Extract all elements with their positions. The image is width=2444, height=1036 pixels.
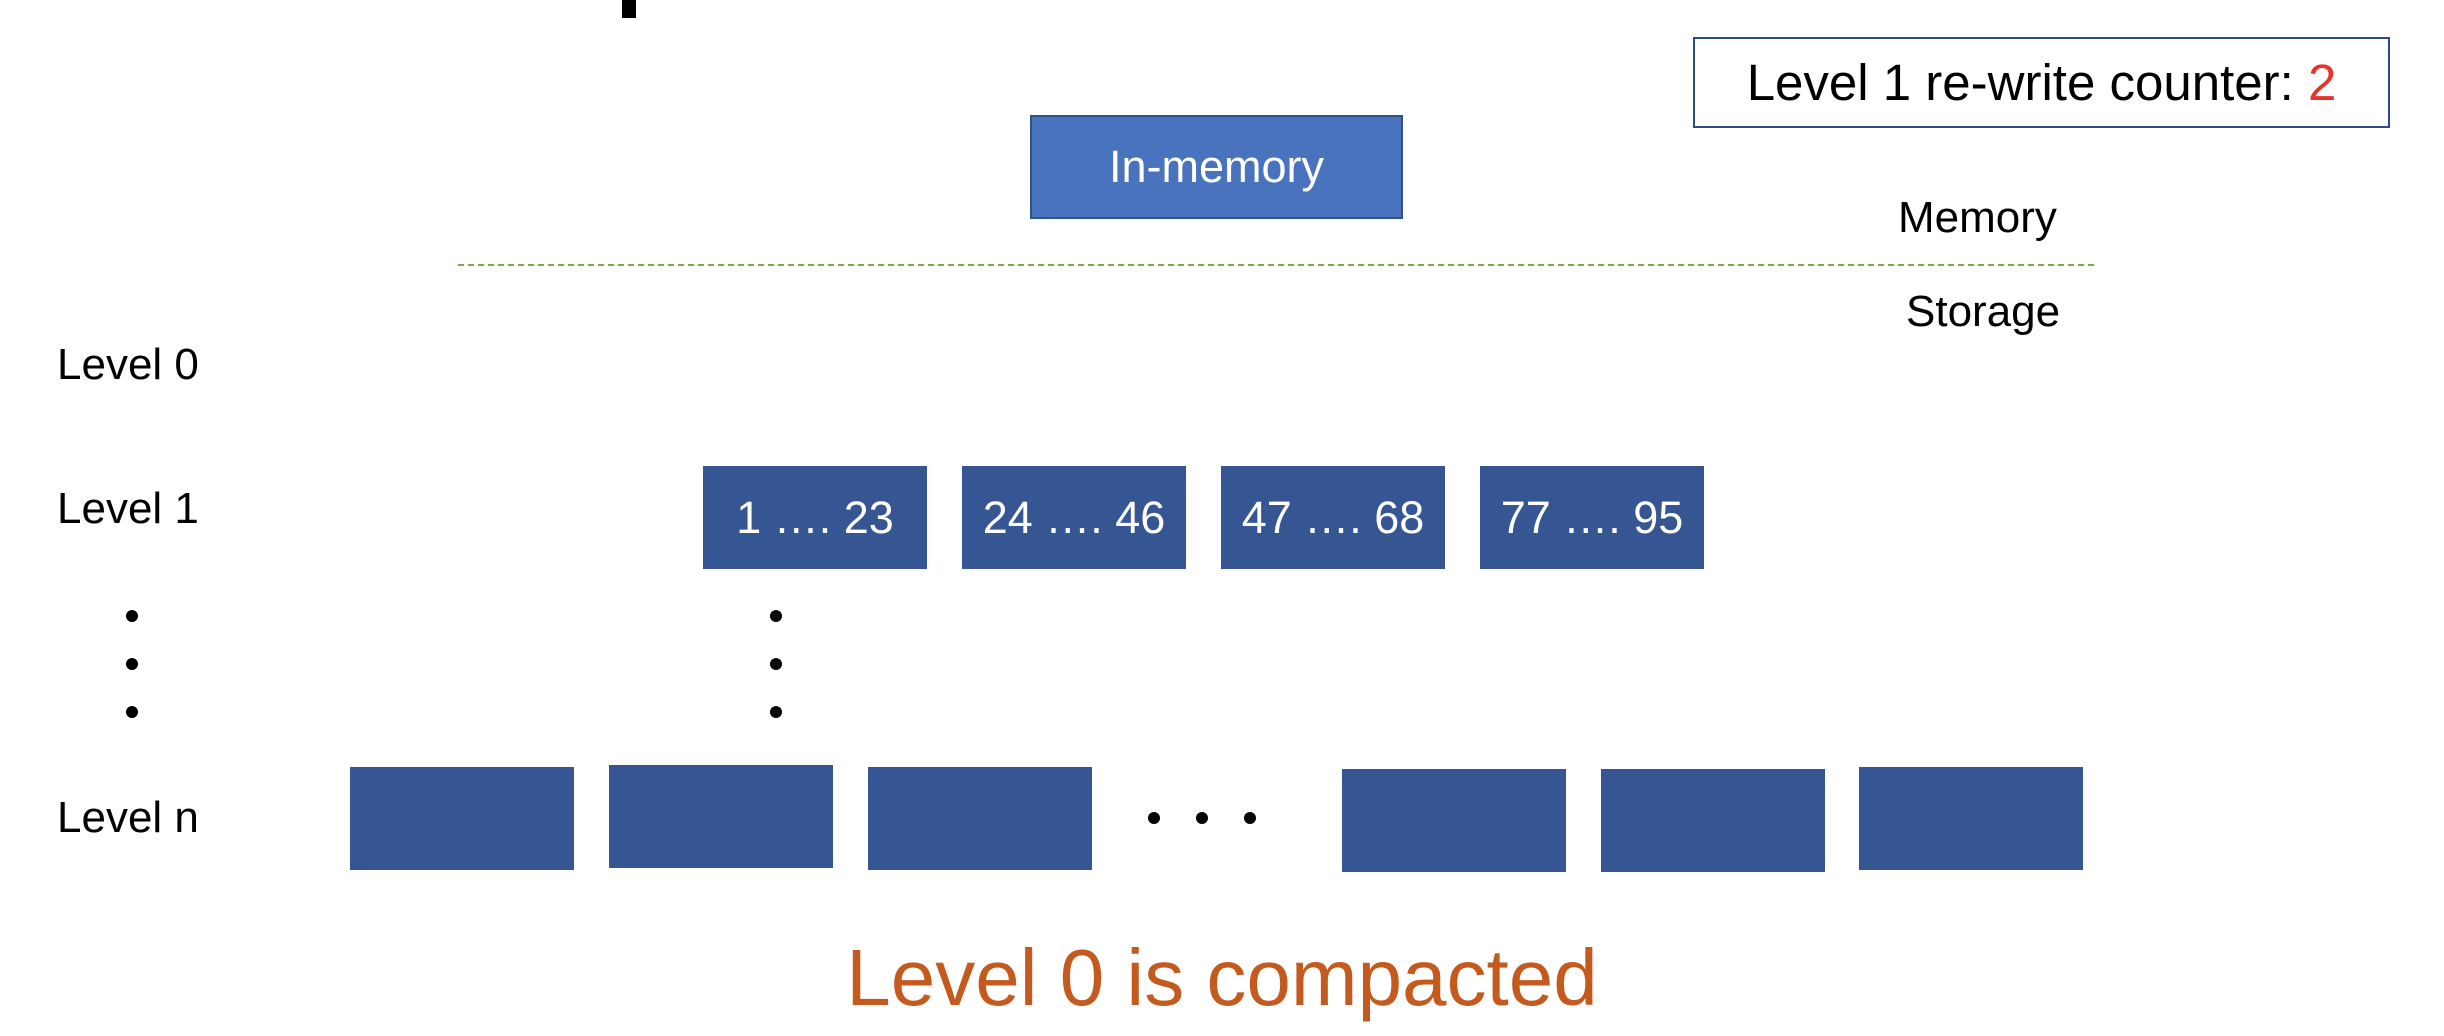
rewrite-counter-value: 2 xyxy=(2307,54,2337,111)
level-0-label: Level 0 xyxy=(57,340,199,389)
vertical-ellipsis-dot xyxy=(126,610,138,622)
level-n-sstable xyxy=(1859,767,2083,870)
memory-tier-label: Memory xyxy=(1898,193,2057,242)
compaction-caption: Level 0 is compacted xyxy=(846,933,1598,1022)
level-n-sstable xyxy=(1342,769,1566,872)
level-n-sstable xyxy=(609,765,833,868)
vertical-ellipsis-dot xyxy=(770,610,782,622)
sstable-key-range: 77 …. 95 xyxy=(1500,491,1684,543)
vertical-ellipsis-dot xyxy=(126,658,138,670)
horizontal-ellipsis-dot xyxy=(1148,812,1160,824)
level-1-sstable: 47 …. 68 xyxy=(1221,466,1445,569)
in-memory-table: In-memory xyxy=(1030,115,1403,219)
vertical-ellipsis-dot xyxy=(126,706,138,718)
sstable-key-range: 1 …. 23 xyxy=(736,491,894,543)
level-1-sstable: 77 …. 95 xyxy=(1480,466,1704,569)
horizontal-ellipsis-dot xyxy=(1196,812,1208,824)
vertical-ellipsis-dot xyxy=(770,658,782,670)
level-n-sstable xyxy=(1601,769,1825,872)
title-fragment xyxy=(622,0,636,18)
level-1-sstable: 24 …. 46 xyxy=(962,466,1186,569)
rewrite-counter-label: Level 1 re-write counter: xyxy=(1746,54,2308,111)
storage-tier-label: Storage xyxy=(1906,287,2061,336)
in-memory-table-label: In-memory xyxy=(1108,141,1325,192)
level-n-label: Level n xyxy=(57,793,199,842)
sstable-key-range: 24 …. 46 xyxy=(982,491,1166,543)
sstable-key-range: 47 …. 68 xyxy=(1241,491,1425,543)
level-n-sstable xyxy=(868,767,1092,870)
level-1-sstable: 1 …. 23 xyxy=(703,466,927,569)
vertical-ellipsis-dot xyxy=(770,706,782,718)
level-n-sstable xyxy=(350,767,574,870)
horizontal-ellipsis-dot xyxy=(1244,812,1256,824)
rewrite-counter-box: Level 1 re-write counter: 2 xyxy=(1693,37,2390,128)
memory-storage-divider xyxy=(458,264,2094,266)
level-1-label: Level 1 xyxy=(57,484,199,533)
